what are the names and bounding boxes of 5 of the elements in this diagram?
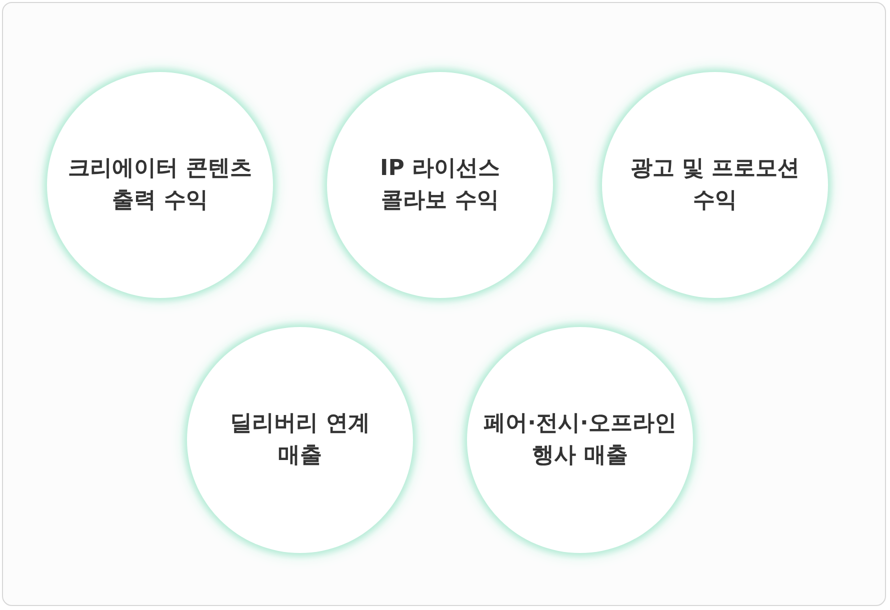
- node-label: IP 라이선스 콜라보 수익: [379, 155, 501, 215]
- node-label: 페어·전시·오프라인 행사 매출: [482, 410, 678, 470]
- node-label: 딜리버리 연계 매출: [229, 410, 371, 470]
- node-label: 광고 및 프로모션 수익: [629, 155, 801, 215]
- node-label: 크리에이터 콘텐츠 출력 수익: [67, 155, 253, 215]
